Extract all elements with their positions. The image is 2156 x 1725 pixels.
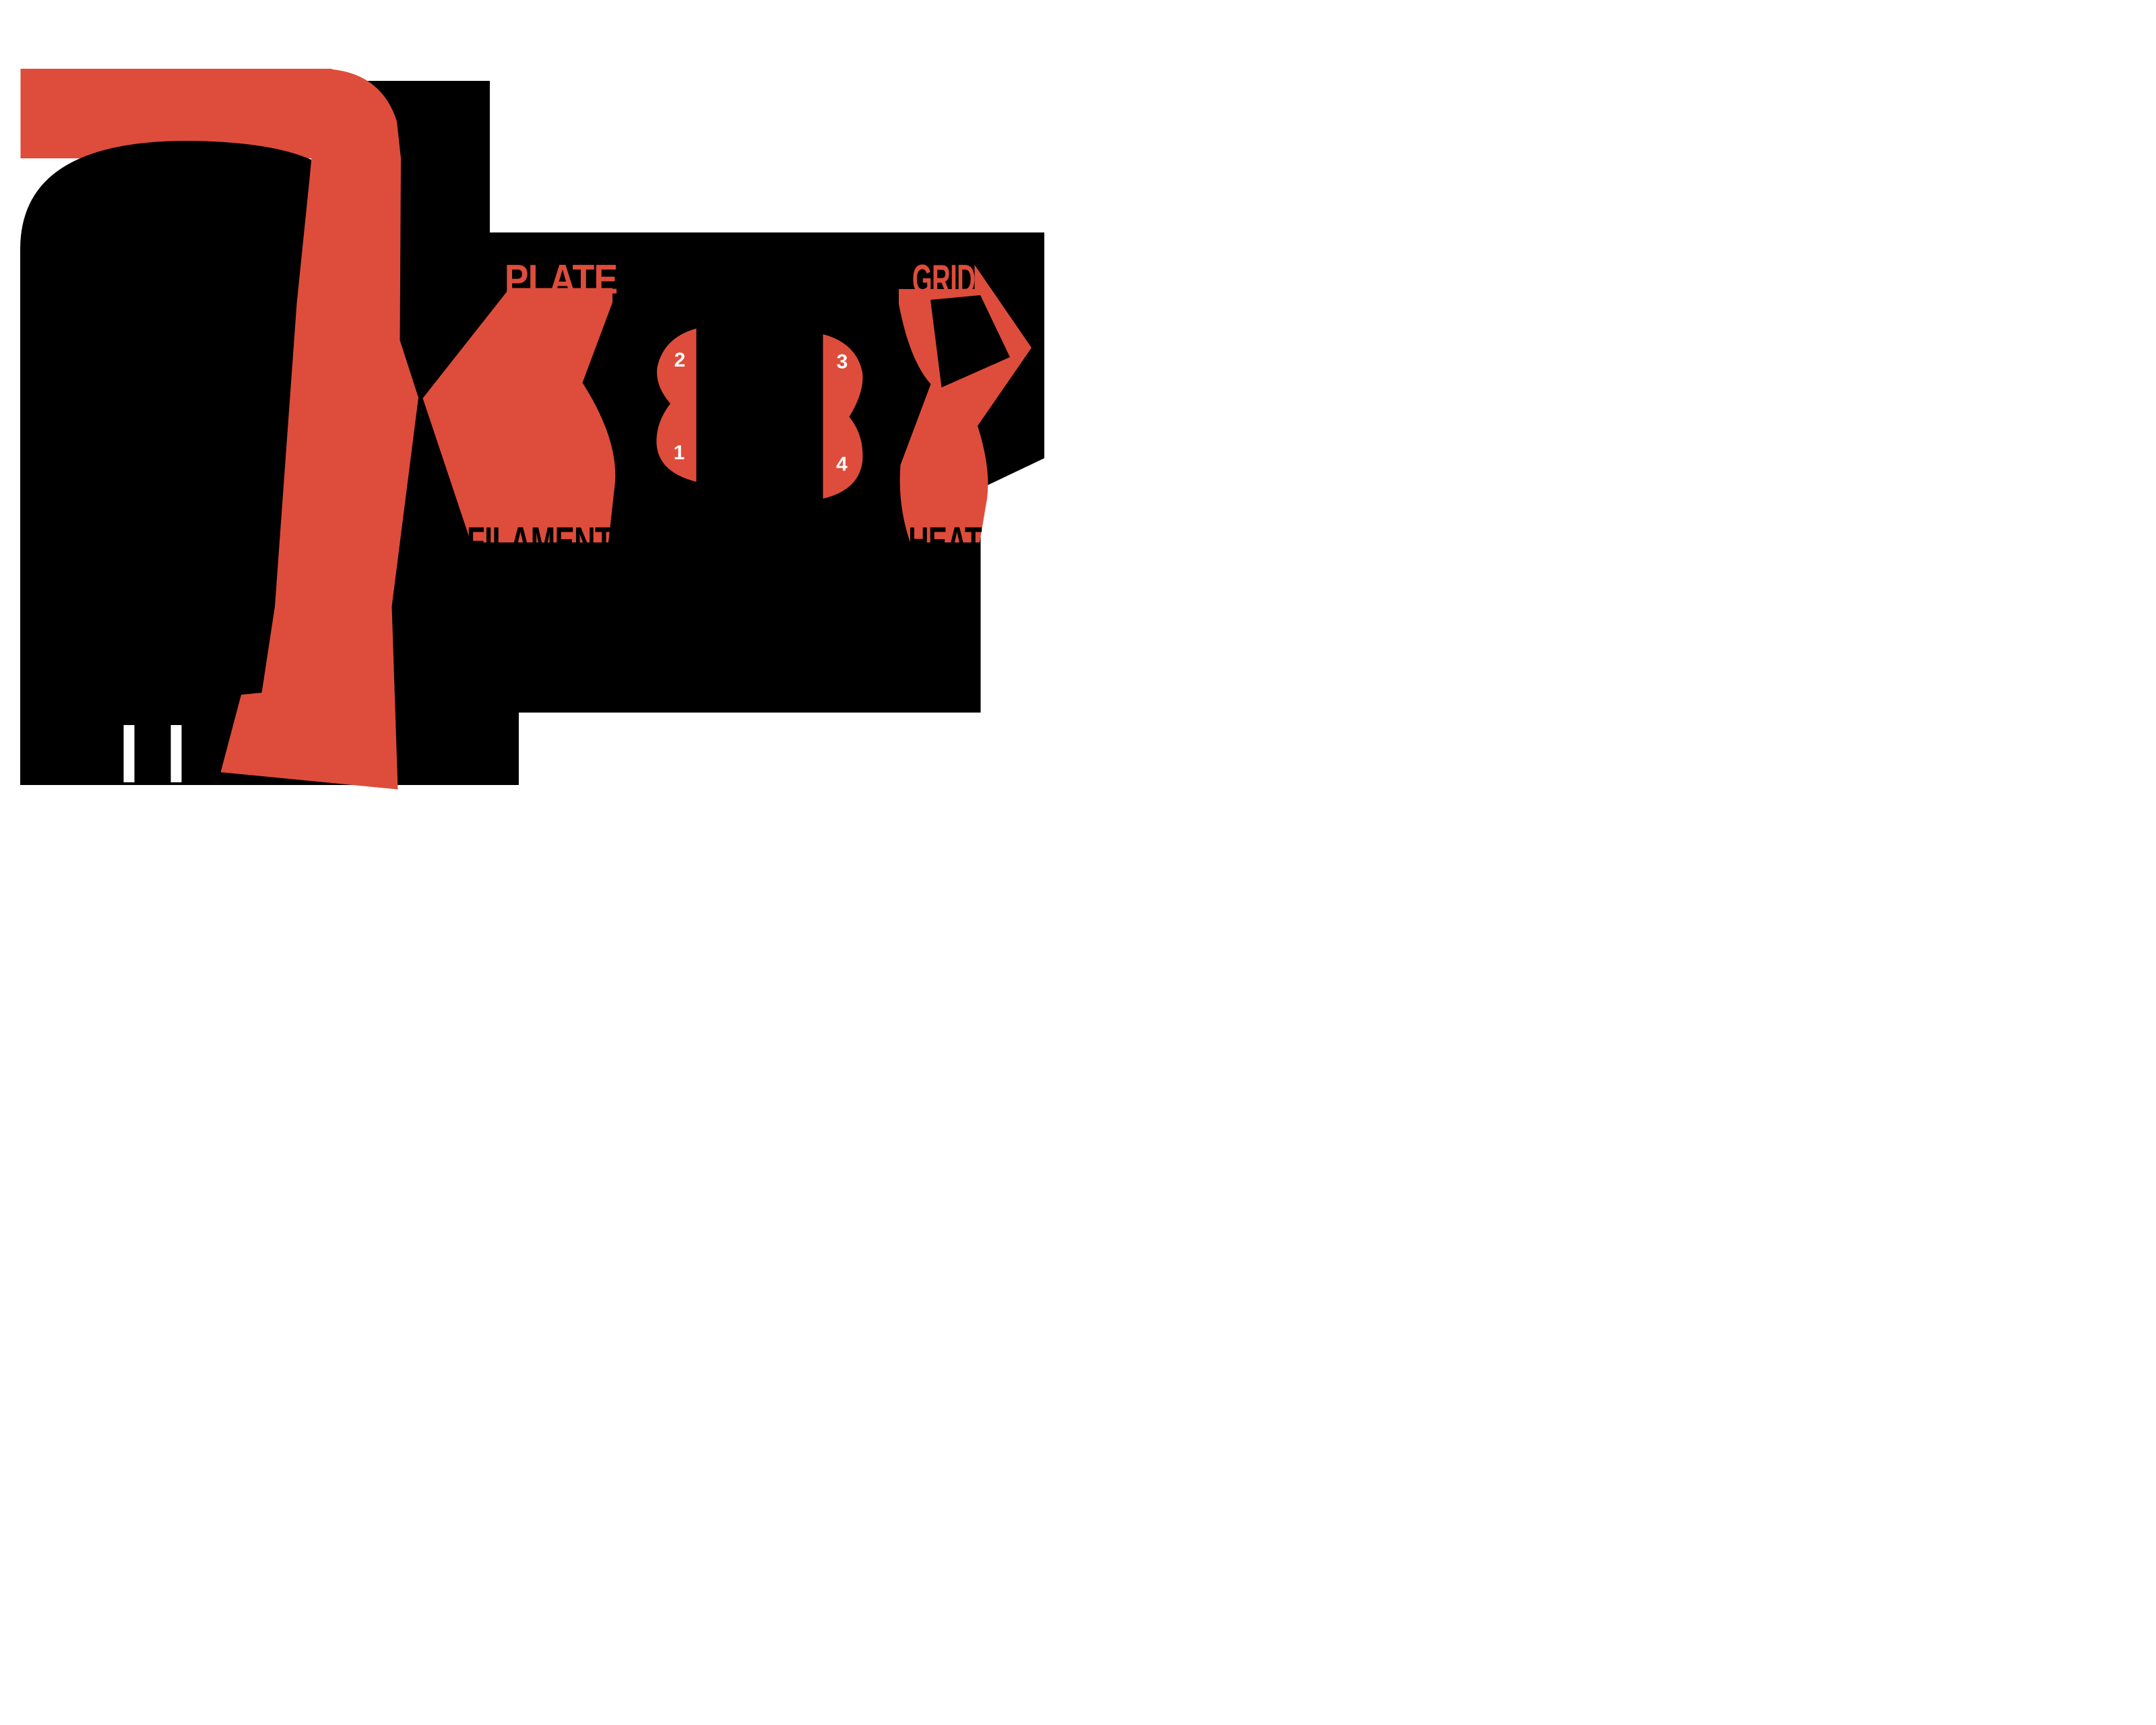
marker-3: 3 [837, 351, 848, 373]
arrow-gap-wedge [930, 295, 1010, 387]
ribbon-stem-tail [220, 69, 418, 790]
grid-label: GRID [912, 256, 976, 302]
bulb-pin-slot-right [170, 725, 182, 782]
filament-label-cutout: FILAMENT [467, 520, 613, 565]
plate-arrow-mass [422, 288, 616, 542]
electrode-bracket-left [656, 328, 697, 482]
marker-4: 4 [836, 453, 848, 476]
poster-canvas: PLATE FILAMENT GRID HEAT 2 1 3 4 [0, 0, 1078, 862]
electrode-bracket-right [823, 334, 863, 499]
bulb-pin-slot-left [123, 725, 135, 782]
heat-label-cutout: HEAT [908, 520, 982, 565]
plate-label: PLATE [505, 257, 618, 303]
ribbon-top-band [20, 69, 332, 158]
marker-1: 1 [674, 442, 685, 464]
tube-diagram-art: PLATE FILAMENT GRID HEAT 2 1 3 4 [0, 0, 1078, 862]
marker-2: 2 [674, 349, 686, 371]
